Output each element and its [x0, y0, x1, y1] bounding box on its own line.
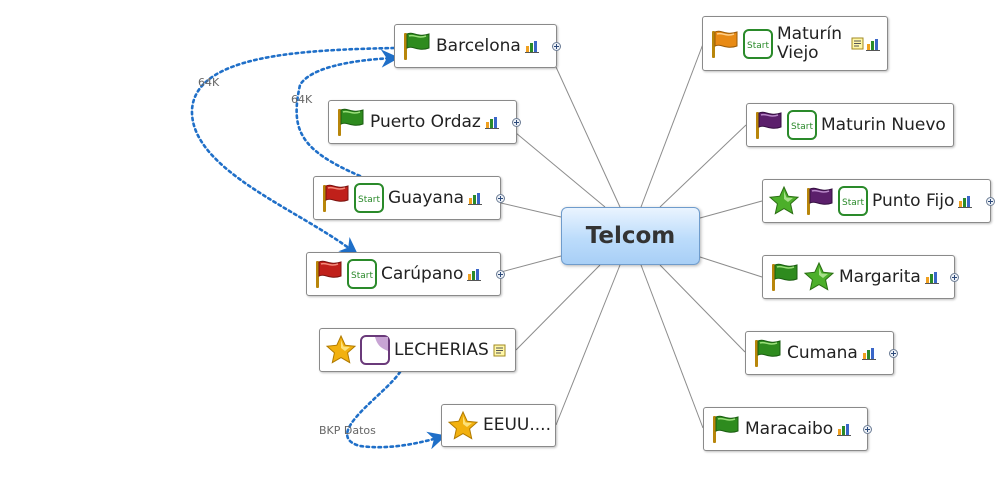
- central-topic-title: Telcom: [585, 223, 676, 249]
- start-icon: Start: [347, 259, 377, 289]
- chart-icon: [866, 37, 881, 51]
- expand-button[interactable]: [496, 194, 505, 203]
- branch-line-puerto-ordaz: [515, 132, 606, 208]
- expand-button[interactable]: [512, 118, 521, 127]
- svg-text:Start: Start: [747, 41, 769, 51]
- chart-icon: [524, 39, 540, 53]
- chart-icon: [861, 346, 877, 360]
- topic-maturin-nuevo[interactable]: Start Maturin Nuevo: [746, 103, 954, 147]
- orange-flag-icon: [708, 28, 740, 60]
- green-star-icon: [803, 261, 835, 293]
- topic-puerto-ordaz[interactable]: Puerto Ordaz: [328, 100, 521, 144]
- topic-label: EEUU....: [483, 415, 551, 435]
- purple-flag-icon: [752, 109, 784, 141]
- chart-icon: [484, 115, 500, 129]
- central-topic[interactable]: Telcom: [561, 207, 700, 265]
- relationship-line-lecherias-eeuu[interactable]: [345, 370, 447, 450]
- topic-maracaibo[interactable]: Maracaibo: [703, 407, 872, 451]
- relationship-line-barcelona-carupano[interactable]: [190, 46, 396, 256]
- branch-lines: [500, 43, 763, 429]
- branch-line-barcelona: [555, 66, 621, 208]
- branch-line-margarita: [699, 256, 763, 278]
- branch-line-maturin-nuevo: [659, 124, 747, 208]
- relationship-label-bkp-datos[interactable]: BKP Datos: [319, 424, 376, 437]
- green-flag-icon: [768, 261, 800, 293]
- chart-icon: [468, 191, 483, 205]
- gold-star-icon: [325, 334, 357, 366]
- branch-line-eeuu: [555, 264, 621, 426]
- topic-carupano[interactable]: Start Carúpano: [306, 252, 505, 296]
- expand-button[interactable]: [889, 349, 898, 358]
- topic-label: LECHERIAS: [394, 339, 489, 360]
- chart-icon: [924, 270, 940, 284]
- branch-line-maracaibo: [640, 264, 704, 429]
- relationship-label-64k-inner[interactable]: 64K: [291, 93, 313, 106]
- purple-flag-icon: [803, 185, 835, 217]
- topic-barcelona[interactable]: Barcelona: [394, 24, 561, 68]
- chart-icon: [467, 267, 482, 281]
- branch-line-maturin-viejo: [640, 43, 704, 208]
- expand-button[interactable]: [986, 197, 995, 206]
- topic-label: Cumana: [787, 342, 858, 363]
- topic-maturin-viejo[interactable]: Start Maturín Viejo: [702, 16, 888, 71]
- expand-button[interactable]: [950, 273, 959, 282]
- topic-label: Guayana: [388, 187, 465, 208]
- topic-label: Maturín Viejo: [777, 23, 843, 63]
- note-icon: [851, 37, 864, 50]
- expand-button[interactable]: [496, 270, 505, 279]
- topic-label: Maracaibo: [745, 418, 834, 439]
- topic-cumana[interactable]: Cumana: [745, 331, 898, 375]
- topic-lecherias[interactable]: LECHERIAS: [319, 328, 516, 372]
- topic-margarita[interactable]: Margarita: [762, 255, 959, 299]
- svg-text:Start: Start: [351, 271, 373, 281]
- topic-label: Punto Fijo: [872, 190, 955, 211]
- topic-label: Puerto Ordaz: [370, 111, 481, 132]
- expand-button[interactable]: [863, 425, 872, 434]
- topic-label: Margarita: [839, 266, 921, 287]
- topic-punto-fijo[interactable]: Start Punto Fijo: [762, 179, 995, 223]
- page-icon: [360, 335, 390, 365]
- chart-icon: [837, 422, 852, 436]
- start-icon: Start: [743, 28, 773, 59]
- green-flag-icon: [751, 337, 783, 369]
- green-flag-icon: [709, 413, 741, 445]
- green-star-icon: [768, 185, 800, 217]
- relationship-label-64k-outer[interactable]: 64K: [198, 76, 220, 89]
- start-icon: Start: [787, 110, 817, 140]
- svg-text:Start: Start: [791, 122, 813, 132]
- branch-line-cumana: [659, 264, 746, 353]
- red-flag-icon: [312, 258, 344, 290]
- note-icon: [493, 344, 506, 357]
- green-flag-icon: [334, 106, 366, 138]
- topic-eeuu[interactable]: EEUU....: [441, 404, 556, 447]
- start-icon: Start: [838, 186, 868, 216]
- start-icon: Start: [354, 183, 384, 213]
- branch-line-punto-fijo: [699, 200, 763, 219]
- expand-button[interactable]: [552, 42, 561, 51]
- svg-text:Start: Start: [358, 195, 380, 205]
- topic-label: Maturin Nuevo: [821, 114, 946, 135]
- red-flag-icon: [319, 182, 351, 214]
- gold-star-icon: [447, 410, 479, 442]
- branch-line-lecherias: [515, 264, 601, 351]
- topic-guayana[interactable]: Start Guayana: [313, 176, 505, 220]
- svg-text:Start: Start: [842, 198, 864, 208]
- topic-label: Carúpano: [381, 263, 464, 284]
- topic-label: Barcelona: [436, 35, 521, 56]
- relationship-line-guayana-barcelona[interactable]: [295, 49, 400, 178]
- chart-icon: [958, 194, 973, 208]
- branch-line-carupano: [500, 255, 562, 273]
- branch-line-guayana: [500, 202, 562, 218]
- green-flag-icon: [400, 30, 432, 62]
